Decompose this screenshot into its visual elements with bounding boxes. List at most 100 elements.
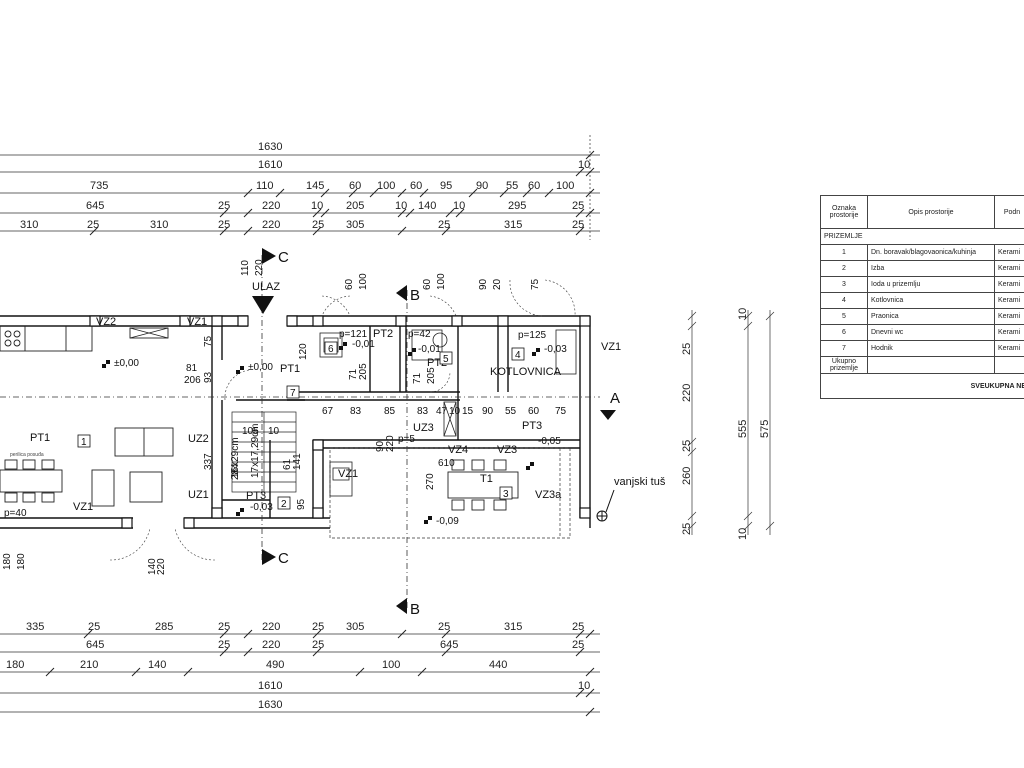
section-c-bottom-arrow-icon bbox=[262, 549, 276, 565]
label-pt2a: PT2 bbox=[373, 328, 393, 340]
rdim-25b: 25 bbox=[681, 440, 693, 452]
bdim-25a: 25 bbox=[88, 621, 100, 633]
section-c-top-arrow-icon bbox=[262, 248, 276, 264]
bdim-210: 210 bbox=[80, 659, 98, 671]
legend-floor: Kerami bbox=[994, 260, 1024, 277]
bdim-10: 10 bbox=[578, 680, 590, 692]
bdim-305: 305 bbox=[346, 621, 364, 633]
section-a: A bbox=[610, 390, 620, 407]
legend-num: 4 bbox=[820, 292, 868, 309]
top-dim-25c: 25 bbox=[87, 219, 99, 231]
idim-10b: 10 bbox=[449, 406, 461, 417]
idim-10: 10 bbox=[268, 426, 280, 437]
idim-140: 140 bbox=[147, 558, 158, 575]
label-pt3a: PT3 bbox=[246, 490, 266, 502]
parapet-p42: p=42 bbox=[408, 329, 431, 340]
legend-total-row: Ukupno prizemlje bbox=[820, 356, 1024, 374]
idim-47: 47 bbox=[436, 406, 448, 417]
legend-name: Dnevni wc bbox=[867, 324, 995, 341]
top-dim-110: 110 bbox=[256, 180, 274, 192]
label-uz2: UZ2 bbox=[188, 433, 209, 445]
top-dim-305: 305 bbox=[346, 219, 364, 231]
idim-75: 75 bbox=[203, 335, 214, 347]
label-kotlovnica: KOTLOVNICA bbox=[490, 366, 562, 378]
label-t1: T1 bbox=[480, 473, 493, 485]
top-dim-60b: 60 bbox=[410, 180, 422, 192]
top-dim-25f: 25 bbox=[438, 219, 450, 231]
idim-81: 81 bbox=[186, 363, 198, 374]
bdim-220: 220 bbox=[262, 621, 280, 633]
idim-100b: 100 bbox=[436, 273, 447, 290]
bottom-dim-ticks bbox=[45, 629, 595, 717]
rdim-555: 555 bbox=[737, 420, 749, 438]
top-dim-25e: 25 bbox=[312, 219, 324, 231]
exterior-walls bbox=[0, 315, 591, 529]
legend-grand-total: SVEUKUPNA NE bbox=[820, 373, 1024, 399]
top-dim-60a: 60 bbox=[349, 180, 361, 192]
bdim-25f: 25 bbox=[218, 639, 230, 651]
label-vz1-right: VZ1 bbox=[601, 341, 621, 353]
elev-0-hall: ±0,00 bbox=[248, 362, 273, 373]
legend-name: Hodnik bbox=[867, 340, 995, 357]
bdim-645b: 645 bbox=[440, 639, 458, 651]
idim-83b: 83 bbox=[417, 406, 429, 417]
idim-60a: 60 bbox=[344, 278, 355, 290]
idim-15: 15 bbox=[462, 406, 474, 417]
section-c-top: C bbox=[278, 249, 289, 266]
room-5-number: 5 bbox=[443, 354, 449, 365]
legend-num: 2 bbox=[820, 260, 868, 277]
idim-90: 90 bbox=[482, 406, 494, 417]
section-b-top-arrow-icon bbox=[396, 285, 407, 301]
parapet-p125: p=125 bbox=[518, 330, 547, 341]
idim-180b: 180 bbox=[16, 553, 27, 570]
parapet-p40: p=40 bbox=[4, 508, 27, 519]
idim-120: 120 bbox=[298, 343, 309, 360]
top-dim-10: 10 bbox=[578, 159, 590, 171]
entrance-label: ULAZ bbox=[252, 281, 280, 293]
legend-header-description: Opis prostorije bbox=[867, 195, 995, 229]
idim-270: 270 bbox=[425, 473, 436, 490]
elev-0-living: ±0,00 bbox=[114, 358, 139, 369]
top-dim-25a: 25 bbox=[218, 200, 230, 212]
legend-total-value bbox=[867, 356, 995, 374]
table-row: 1 Dn. boravak/blagovaonica/kuhinja Keram… bbox=[820, 244, 1024, 261]
top-dim-220b: 220 bbox=[262, 219, 280, 231]
legend-floor: Kerami bbox=[994, 244, 1024, 261]
parapet-p121: p=121 bbox=[339, 329, 368, 340]
elev-m005: -0,05 bbox=[538, 436, 561, 447]
room-4-number: 4 bbox=[515, 350, 521, 361]
bdim-440: 440 bbox=[489, 659, 507, 671]
table-row: 2 Izba Kerami bbox=[820, 260, 1024, 277]
idim-206: 206 bbox=[184, 375, 201, 386]
dining-table bbox=[0, 459, 63, 503]
section-c-bottom: C bbox=[278, 550, 289, 567]
top-dim-645: 645 bbox=[86, 200, 104, 212]
bdim-140: 140 bbox=[148, 659, 166, 671]
legend-name: Ioda u prizemlju bbox=[867, 276, 995, 293]
section-b-bottom: B bbox=[410, 601, 420, 618]
bdim-1630: 1630 bbox=[258, 699, 282, 711]
idim-180a: 180 bbox=[2, 553, 13, 570]
label-vanjski-tus: vanjski tuš bbox=[614, 476, 666, 488]
rdim-220: 220 bbox=[681, 384, 693, 402]
top-dim-10b: 10 bbox=[395, 200, 407, 212]
label-pt1: PT1 bbox=[30, 432, 50, 444]
legend-section-row: PRIZEMLJE bbox=[820, 228, 1024, 245]
legend-num: 5 bbox=[820, 308, 868, 325]
parapet-p5: p=5 bbox=[398, 434, 415, 445]
top-dim-25b: 25 bbox=[572, 200, 584, 212]
top-dim-ticks bbox=[89, 150, 595, 236]
bdim-25h: 25 bbox=[572, 639, 584, 651]
section-b-top: B bbox=[410, 287, 420, 304]
bdim-25b: 25 bbox=[218, 621, 230, 633]
section-b-bottom-arrow-icon bbox=[396, 598, 407, 614]
idim-610: 610 bbox=[438, 458, 455, 469]
idim-95: 95 bbox=[296, 498, 307, 510]
legend-total-label: Ukupno prizemlje bbox=[820, 356, 868, 374]
legend-total-floor bbox=[994, 356, 1024, 374]
idim-220c: 220 bbox=[254, 259, 265, 276]
idim-67: 67 bbox=[322, 406, 334, 417]
staircase bbox=[231, 411, 297, 493]
rdim-260: 260 bbox=[681, 467, 693, 485]
